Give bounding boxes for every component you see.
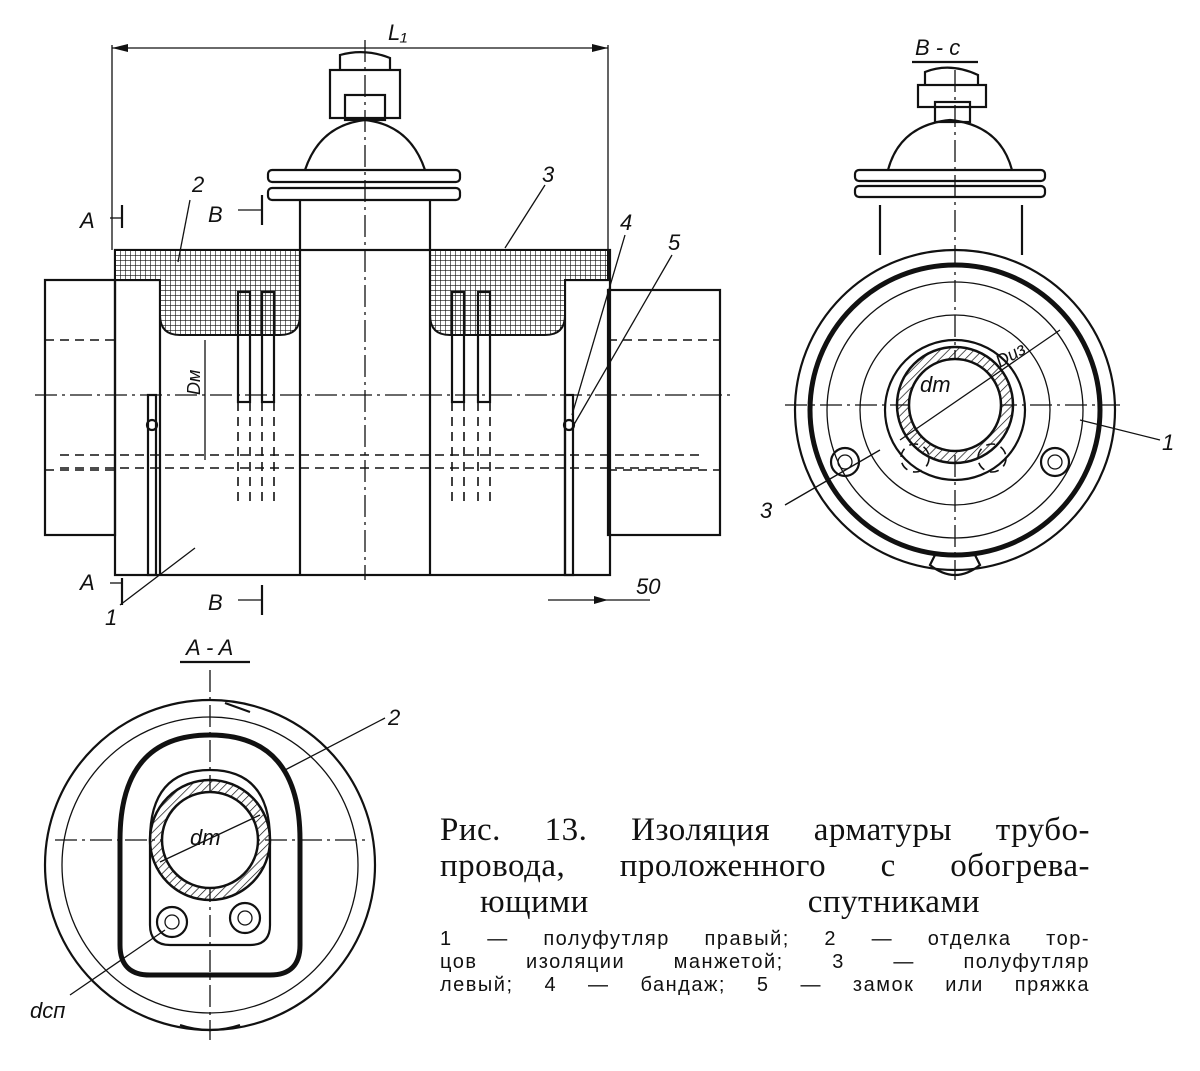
valve-body (266, 51, 462, 575)
label-dt-section: dт (190, 825, 221, 850)
legend-line: левый; 4 — бандаж; 5 — замок или пряжка (440, 974, 1090, 996)
section-AA-title: A - A (184, 635, 233, 660)
svg-text:B: B (208, 590, 223, 615)
label-item-2: 2 (191, 172, 204, 197)
caption-title-line: ющими спутниками (480, 884, 980, 920)
svg-text:2: 2 (387, 705, 400, 730)
label-item-3: 3 (542, 162, 555, 187)
caption-title-line: Рис. 13. Изоляция арматуры трубо- (440, 812, 1090, 848)
label-L1: L₁ (388, 20, 407, 45)
casing-body (113, 248, 612, 577)
svg-text:A: A (78, 208, 95, 233)
section-marker-B-bottom: B (208, 585, 264, 615)
caption-title-line: провода, проложенного с обогрева- (440, 848, 1090, 884)
insulation-cuff-right (429, 249, 609, 336)
section-marker-A-bottom: A (78, 570, 124, 605)
satellite-tubes-right (450, 290, 492, 505)
figure-caption: Рис. 13. Изоляция арматуры трубо- провод… (440, 812, 1090, 997)
dimension-L1 (111, 44, 609, 250)
side-view: Dм A A B B 50 L₁ (35, 20, 730, 630)
section-marker-B-top: B (208, 195, 264, 227)
view-Bc: B - c Dиз dт 3 (760, 35, 1174, 580)
svg-text:A: A (78, 570, 95, 595)
lock-buckle (562, 393, 576, 577)
bandage-strap (145, 393, 159, 577)
pipe-stub-left (43, 278, 117, 537)
section-marker-A-top: A (78, 205, 124, 233)
caption-title: Рис. 13. Изоляция арматуры трубо- провод… (440, 812, 1090, 920)
view-Bc-title: B - c (915, 35, 960, 60)
label-item-1: 1 (105, 605, 117, 630)
pipe-stub-right (606, 288, 722, 537)
label-dsp: dсп (30, 998, 65, 1023)
satellite-tubes-left (236, 290, 276, 505)
legend-line: цов изоляции манжетой; 3 — полуфутляр (440, 951, 1090, 973)
svg-text:1: 1 (1162, 430, 1174, 455)
caption-legend: 1 — полуфутляр правый; 2 — отделка тор- … (440, 928, 1090, 997)
label-item-4: 4 (620, 210, 632, 235)
svg-text:B: B (208, 202, 223, 227)
dimension-50: 50 (548, 574, 661, 604)
label-item-5: 5 (668, 230, 681, 255)
label-Dm: Dм (184, 370, 204, 395)
section-AA: A - A dт 2 dсп (30, 635, 400, 1040)
legend-line: 1 — полуфутляр правый; 2 — отделка тор- (440, 928, 1090, 950)
label-dt-side: dт (920, 372, 951, 397)
svg-text:3: 3 (760, 498, 773, 523)
svg-text:50: 50 (636, 574, 661, 599)
